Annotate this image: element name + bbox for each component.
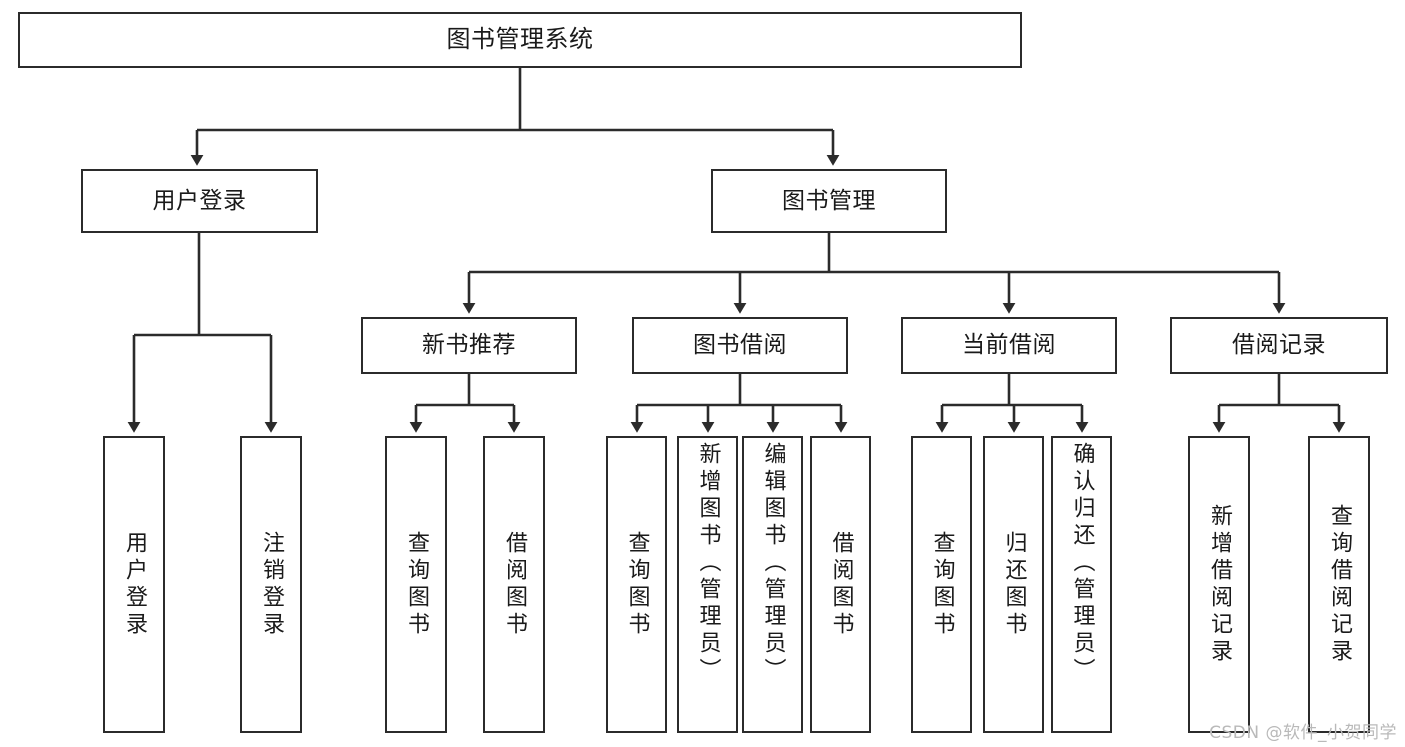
node-label: 归还图书 xyxy=(1001,530,1027,639)
leaf-query-book-borrow[interactable]: 查询图书 xyxy=(606,436,667,733)
node-label: 图书管理 xyxy=(782,187,876,214)
leaf-query-book-recommend[interactable]: 查询图书 xyxy=(385,436,447,733)
node-label: 新增借阅记录 xyxy=(1207,503,1232,666)
node-label: 用户登录 xyxy=(122,530,147,639)
leaf-borrow-book[interactable]: 借阅图书 xyxy=(810,436,871,733)
node-user-login[interactable]: 用户登录 xyxy=(81,169,318,233)
leaf-return-book[interactable]: 归还图书 xyxy=(983,436,1044,733)
node-borrow-records[interactable]: 借阅记录 xyxy=(1170,317,1388,374)
leaf-confirm-return-admin[interactable]: 确认归还（管理员） xyxy=(1051,436,1112,733)
node-root-system[interactable]: 图书管理系统 xyxy=(18,12,1022,68)
node-current-borrow[interactable]: 当前借阅 xyxy=(901,317,1117,374)
node-label: 当前借阅 xyxy=(962,332,1056,359)
leaf-query-borrow-record[interactable]: 查询借阅记录 xyxy=(1308,436,1370,733)
csdn-watermark: CSDN @软件_小贺同学 xyxy=(1209,723,1397,743)
node-label: 借阅记录 xyxy=(1232,332,1326,359)
node-label: 查询图书 xyxy=(929,530,955,639)
node-label: 借阅图书 xyxy=(502,530,527,639)
node-label: 查询借阅记录 xyxy=(1327,503,1352,666)
leaf-add-book-admin[interactable]: 新增图书（管理员） xyxy=(677,436,738,733)
node-label: 注销登录 xyxy=(259,530,284,639)
node-label: 查询图书 xyxy=(624,530,650,639)
node-label: 新增图书（管理员） xyxy=(695,442,721,685)
node-label: 编辑图书（管理员） xyxy=(760,442,786,685)
node-label: 图书管理系统 xyxy=(446,25,594,54)
node-label: 确认归还（管理员） xyxy=(1069,442,1095,685)
node-label: 用户登录 xyxy=(152,187,247,214)
node-new-book-recommend[interactable]: 新书推荐 xyxy=(361,317,577,374)
leaf-edit-book-admin[interactable]: 编辑图书（管理员） xyxy=(742,436,803,733)
node-label: 图书借阅 xyxy=(693,332,787,359)
node-book-management[interactable]: 图书管理 xyxy=(711,169,947,233)
node-label: 新书推荐 xyxy=(422,332,516,359)
leaf-logout-login[interactable]: 注销登录 xyxy=(240,436,302,733)
leaf-query-book-current[interactable]: 查询图书 xyxy=(911,436,972,733)
node-book-borrow[interactable]: 图书借阅 xyxy=(632,317,848,374)
leaf-add-borrow-record[interactable]: 新增借阅记录 xyxy=(1188,436,1250,733)
node-label: 查询图书 xyxy=(404,530,429,639)
leaf-borrow-book-recommend[interactable]: 借阅图书 xyxy=(483,436,545,733)
leaf-user-login[interactable]: 用户登录 xyxy=(103,436,165,733)
node-label: 借阅图书 xyxy=(828,530,854,639)
